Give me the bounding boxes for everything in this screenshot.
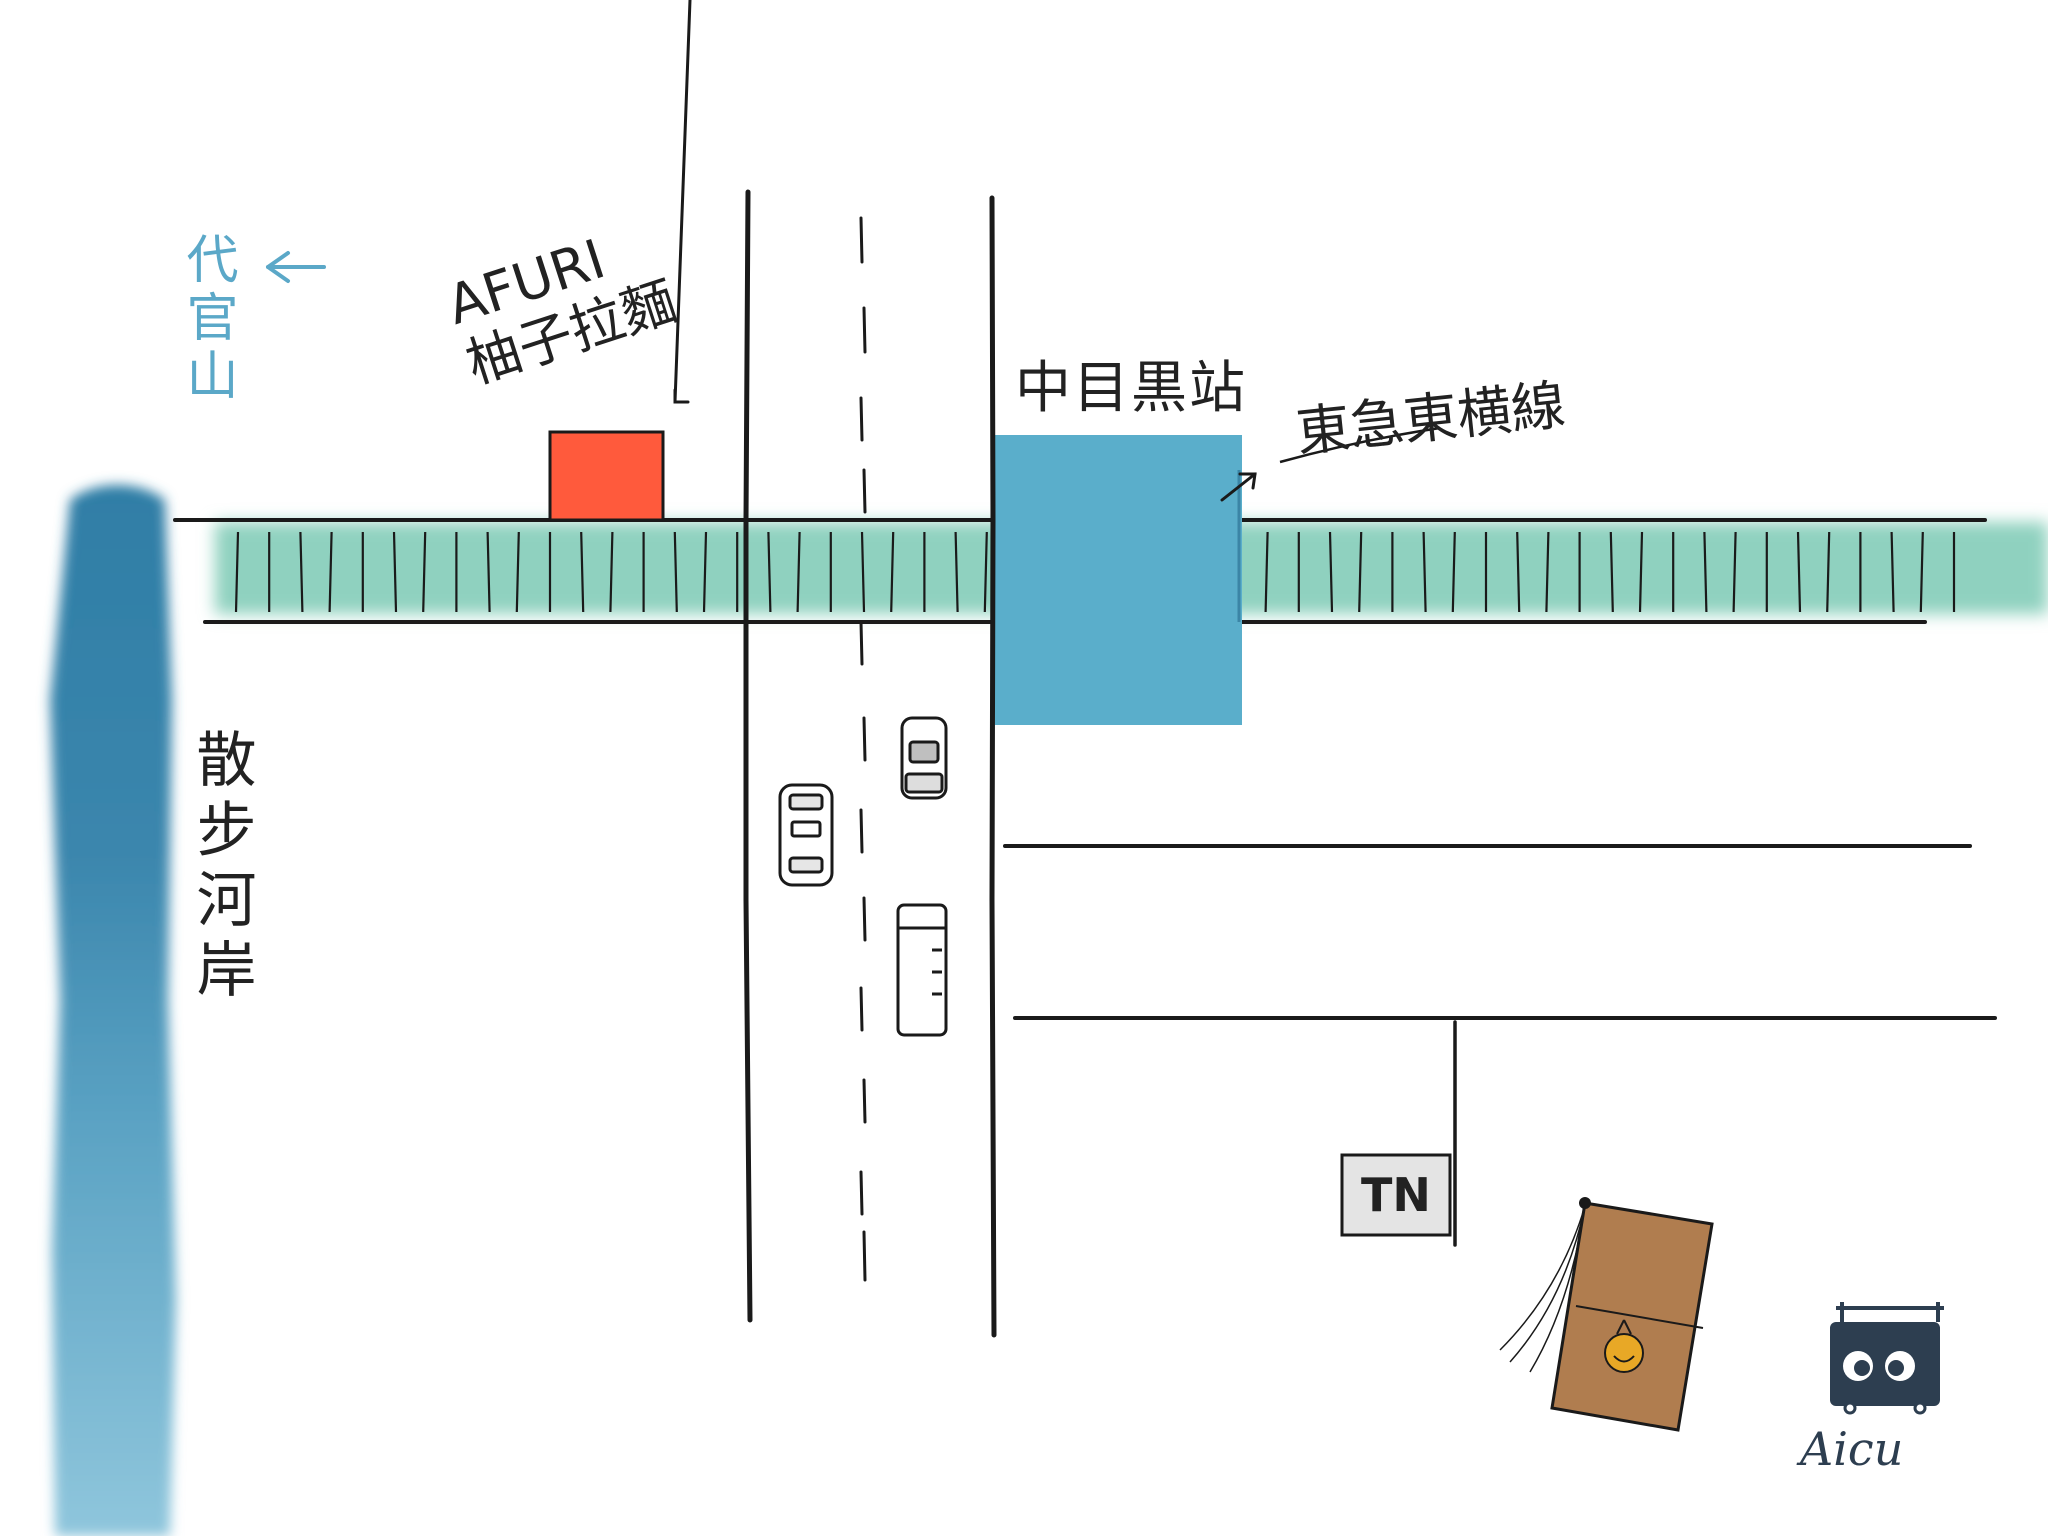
arrow-up-right-icon xyxy=(1220,472,1257,502)
truck xyxy=(896,903,948,1037)
railway-tie xyxy=(983,531,988,613)
label-daikanyama: 代官山 xyxy=(177,232,237,406)
railway-tie xyxy=(1638,531,1644,613)
main-road xyxy=(743,189,997,1338)
road-center-dash xyxy=(862,468,867,514)
railway-tie xyxy=(673,531,678,613)
road-center-dash xyxy=(859,396,864,442)
railway-tie xyxy=(486,531,491,613)
afuri-restaurant xyxy=(548,430,665,522)
side-streets xyxy=(1003,844,1997,1247)
label-river-walk: 散步河岸 xyxy=(186,728,256,1008)
label-nakameguro-station: 中目黒站 xyxy=(1015,356,1247,421)
label-signature: Aicu xyxy=(1800,1422,1904,1476)
road-center-dash xyxy=(859,620,864,666)
railway-tie xyxy=(890,531,895,613)
car-1 xyxy=(900,716,948,800)
railway-tie xyxy=(702,531,708,613)
road-center-dash xyxy=(862,896,867,942)
railway-tie xyxy=(299,531,304,613)
car-2 xyxy=(778,783,834,887)
railway-tie xyxy=(328,531,333,613)
shop-banner xyxy=(1499,1197,1714,1432)
road-center-dash xyxy=(859,986,864,1032)
arrow-down-left-icon xyxy=(673,0,692,404)
railway-tie xyxy=(1919,531,1924,613)
road-center-dashes xyxy=(859,216,867,1282)
railway-tie xyxy=(1358,531,1363,613)
road-center-dash xyxy=(859,808,864,854)
road-center-dash xyxy=(862,1230,867,1282)
railway-tie xyxy=(1451,531,1456,613)
railway-tie xyxy=(515,531,520,613)
railway-tie xyxy=(580,531,585,613)
railway-tie xyxy=(1732,531,1737,613)
railway-tie xyxy=(422,531,427,613)
railway-tie xyxy=(1516,531,1521,613)
railway-tie xyxy=(1609,531,1614,613)
railway-tie xyxy=(1890,531,1895,613)
road-center-dash xyxy=(862,306,867,354)
railway-tie xyxy=(392,531,398,613)
arrow-left-icon xyxy=(266,251,326,283)
railway-tie xyxy=(1796,531,1802,613)
aicu-face-logo-icon xyxy=(1830,1302,1944,1415)
road-center-dash xyxy=(859,216,864,264)
nakameguro-station xyxy=(995,435,1242,725)
tn-sign xyxy=(1340,1153,1452,1237)
railway-tie xyxy=(954,531,959,613)
railway-tie xyxy=(1264,531,1269,613)
railway-tie xyxy=(860,531,866,613)
road-center-dash xyxy=(859,1170,864,1216)
road-center-dash xyxy=(862,1078,867,1124)
railway-tie xyxy=(796,531,801,613)
river xyxy=(50,485,176,1536)
railway-tie xyxy=(767,531,772,613)
road-center-dash xyxy=(862,716,867,762)
railway-tie xyxy=(1545,531,1550,613)
rail-label-underline xyxy=(1279,426,1441,464)
railway-tie xyxy=(1422,531,1427,613)
railway-tie xyxy=(234,531,240,613)
railway-tie xyxy=(1328,531,1334,613)
railway-tie xyxy=(609,531,614,613)
label-tn-sign: TN xyxy=(1361,1168,1431,1222)
railway-tie xyxy=(1703,531,1708,613)
railway-tie xyxy=(1826,531,1831,613)
